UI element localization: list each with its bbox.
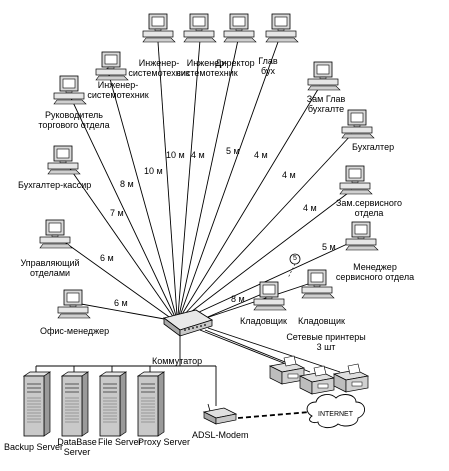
length-ingener3: 4 м xyxy=(254,150,268,160)
link-direktor xyxy=(177,39,201,317)
link-ingener2 xyxy=(157,41,178,317)
label-buhgalter: Бухгалтер xyxy=(352,142,395,152)
length-zamglavbuh: 4 м xyxy=(282,170,296,180)
label-kommutator: Коммутатор xyxy=(152,356,203,366)
pc-zamservis xyxy=(339,165,373,195)
pc-glavbuh xyxy=(223,13,257,43)
link-internet xyxy=(237,411,311,419)
modem-icon xyxy=(202,403,238,425)
link-buhgalter xyxy=(181,133,353,318)
pc-buhkassir xyxy=(47,145,81,175)
switch-icon xyxy=(162,309,214,337)
link-upravlyayushiy xyxy=(55,235,173,320)
length-buhgalter: 4 м xyxy=(303,203,317,213)
label-modem: ADSL-Modem xyxy=(192,430,249,440)
pc-direktor xyxy=(183,13,217,43)
internet-cloud-icon xyxy=(306,394,365,429)
length-direktor: 4 м xyxy=(191,150,205,160)
link-printer1 xyxy=(199,329,287,365)
label-ingener1: Инженер-системотехник xyxy=(87,80,149,100)
link-zamservis xyxy=(182,189,353,319)
length-kladovshik: 8 м xyxy=(231,294,245,304)
length-glavbuh: 5 м xyxy=(226,146,240,156)
length-rukovoditel: 8 м xyxy=(120,179,134,189)
pc-menedzher xyxy=(345,221,379,251)
label-buhkassir: Бухгалтер-кассир xyxy=(18,180,92,190)
badge-label: 5 xyxy=(293,255,297,262)
length-ingener1: 10 м xyxy=(144,166,163,176)
label-ofis: Офис-менеджер xyxy=(40,326,110,336)
server-backup-icon xyxy=(23,371,51,437)
link-zamglavbuh xyxy=(180,85,321,317)
label-backup: Backup Server xyxy=(4,442,64,452)
pc-ingener2 xyxy=(142,13,176,43)
label-proxy: Proxy Server xyxy=(138,437,191,447)
link-kladovshik2 xyxy=(196,283,309,322)
pc-buhgalter xyxy=(341,109,375,139)
length-ofis: 6 м xyxy=(114,298,128,308)
pc-ingener3 xyxy=(265,13,299,43)
server-file-icon xyxy=(99,371,127,437)
length-ingener2: 10 м xyxy=(166,150,185,160)
label-internet: INTERNET xyxy=(318,411,353,418)
link-menedzher xyxy=(183,239,357,320)
printer-icon xyxy=(333,363,369,393)
link-ofis xyxy=(69,301,171,321)
pc-zamglavbuh xyxy=(307,61,341,91)
pc-upravlyayushiy xyxy=(39,219,73,249)
link-rukovoditel xyxy=(69,95,176,318)
printer-icon xyxy=(269,355,305,385)
label-ingener2: Инженер-системотехник xyxy=(128,58,190,78)
length-menedzher: 5 м xyxy=(322,242,336,252)
pc-ofis xyxy=(57,289,91,319)
label-kladovshik1: Кладовщик xyxy=(240,316,287,326)
server-database-icon xyxy=(61,371,89,437)
link-ingener3 xyxy=(179,41,279,317)
link-printer3 xyxy=(207,327,341,373)
length-buhkassir: 7 м xyxy=(110,208,124,218)
label-ingener3: Инженер-системотехник xyxy=(176,58,238,78)
label-kladovshik2: Кладовщик xyxy=(298,316,345,326)
server-proxy-icon xyxy=(137,371,165,437)
link-ingener1 xyxy=(106,67,177,317)
pc-kladovshik1 xyxy=(253,281,287,311)
label-direktor: Директор xyxy=(215,58,255,68)
link-buhkassir xyxy=(63,159,175,319)
link-glavbuh xyxy=(178,39,239,317)
length-upravlyayushiy: 6 м xyxy=(100,253,114,263)
label-file: File Server xyxy=(98,437,142,447)
